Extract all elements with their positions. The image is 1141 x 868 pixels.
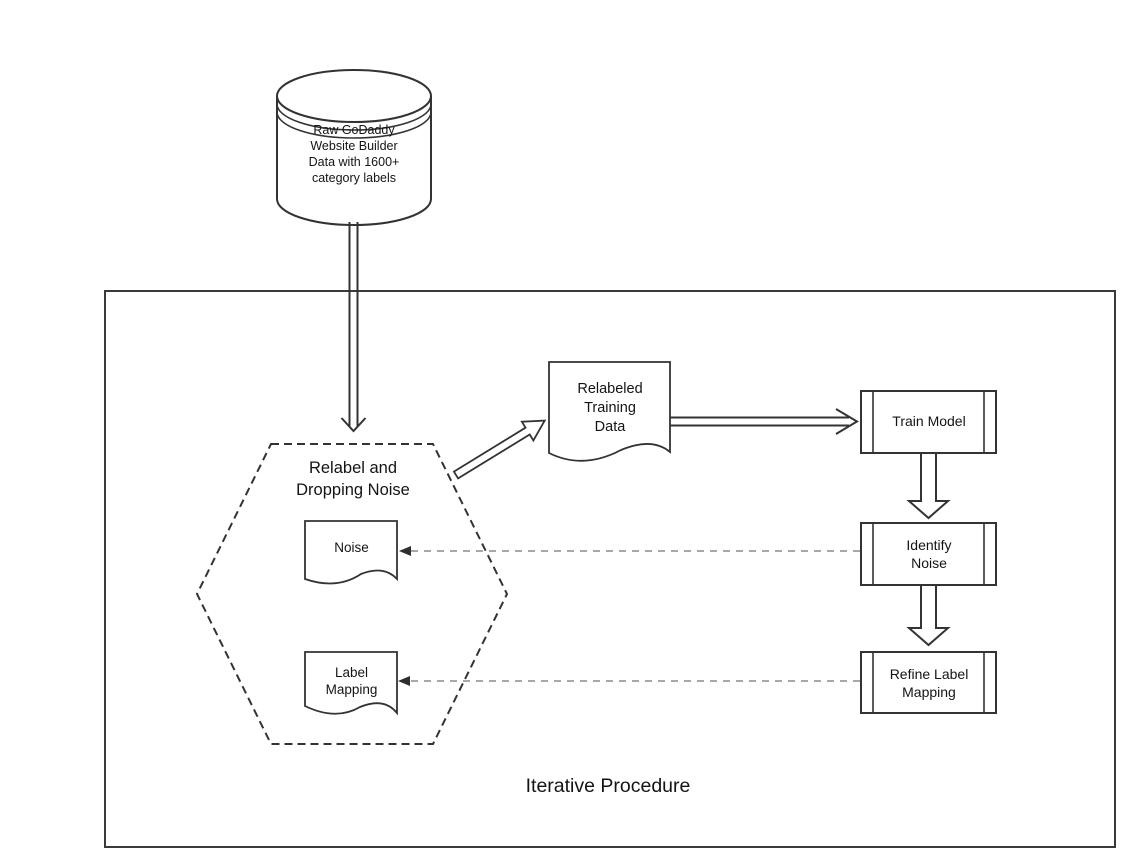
iterative-procedure-title: Iterative Procedure — [525, 774, 691, 797]
database-label: Raw GoDaddy Website Builder Data with 16… — [308, 123, 400, 185]
arrow-hexagon-to-relabeled-data — [452, 419, 547, 480]
noise-document-shape — [304, 520, 398, 585]
arrow-train-model-to-identify-noise — [906, 454, 951, 520]
relabeled-training-data-document-shape — [548, 361, 671, 462]
relabel-dropping-noise-hexagon — [195, 443, 509, 745]
refine-label-mapping-box — [860, 651, 997, 714]
dashed-arrow-identify-noise-to-noise — [399, 546, 860, 556]
database-cylinder-shape — [276, 69, 432, 226]
arrow-identify-noise-to-refine — [906, 586, 951, 647]
label-mapping-document-label: Label Mapping — [325, 665, 378, 697]
relabeled-training-data-label: Relabeled Training Data — [577, 380, 643, 435]
hexagon-title: Relabel and Dropping Noise — [296, 459, 410, 499]
train-model-label: Train Model — [892, 413, 966, 430]
label-mapping-document-shape — [304, 651, 398, 716]
arrow-relabeled-data-to-train-model — [670, 408, 859, 435]
refine-label-mapping-label: Refine Label Mapping — [889, 665, 969, 700]
iterative-procedure-container — [104, 290, 1116, 848]
identify-noise-box — [860, 522, 997, 586]
arrow-database-to-hexagon — [340, 222, 367, 433]
dashed-arrow-refine-to-label-mapping — [398, 676, 860, 686]
identify-noise-label: Identify Noise — [906, 537, 952, 571]
noise-document-label: Noise — [334, 539, 369, 555]
train-model-box — [860, 390, 997, 454]
